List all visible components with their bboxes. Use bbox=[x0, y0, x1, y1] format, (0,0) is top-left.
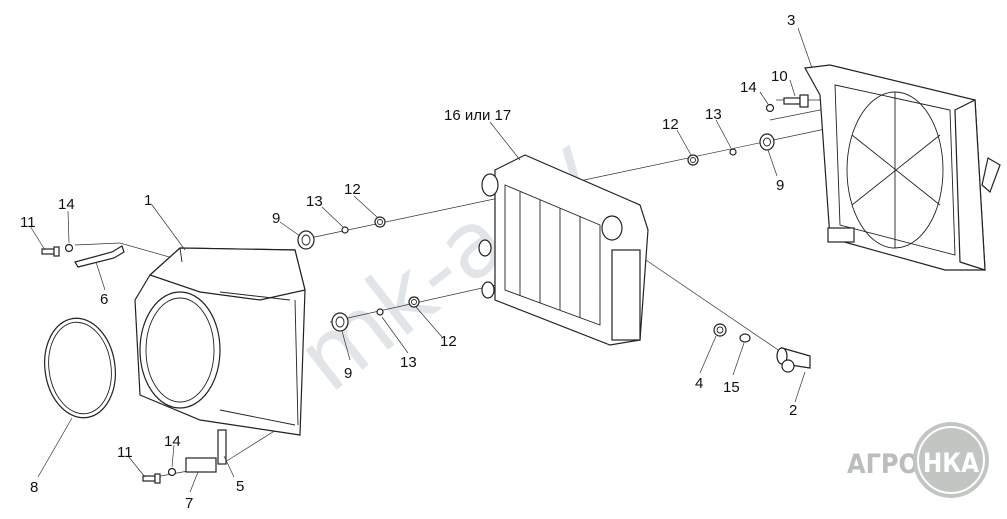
callout-15: 15 bbox=[723, 379, 740, 396]
callout-13-upper: 13 bbox=[306, 193, 323, 210]
callout-14-upper: 14 bbox=[58, 196, 75, 213]
callout-12-right: 12 bbox=[662, 116, 679, 133]
callout-12-upper: 12 bbox=[344, 181, 361, 198]
callout-11-lower: 11 bbox=[117, 444, 133, 461]
fan-frame bbox=[804, 64, 1001, 271]
callout-9-right: 9 bbox=[776, 177, 784, 194]
callout-10: 10 bbox=[771, 68, 788, 85]
hose-pipe bbox=[776, 347, 811, 373]
callout-labels: 1 2 3 4 5 6 7 8 9 9 9 10 11 11 12 12 12 … bbox=[20, 12, 797, 512]
callout-2: 2 bbox=[789, 402, 797, 419]
callout-6: 6 bbox=[100, 291, 108, 308]
radiator bbox=[478, 154, 649, 346]
seal-ring bbox=[44, 317, 116, 419]
frame-bolt bbox=[765, 94, 809, 113]
fan-shroud bbox=[134, 247, 306, 436]
drain-fasteners bbox=[713, 323, 751, 343]
callout-13-right: 13 bbox=[705, 106, 722, 123]
upper-bracket bbox=[41, 243, 125, 268]
callout-3: 3 bbox=[787, 12, 795, 29]
agronka-logo: АГРО НКА bbox=[847, 422, 989, 498]
callout-9-left-upper: 9 bbox=[272, 210, 280, 227]
logo-circle-ring bbox=[917, 426, 985, 494]
callout-7: 7 bbox=[185, 495, 193, 512]
callout-11-upper: 11 bbox=[20, 214, 36, 231]
callout-16-or-17: 16 или 17 bbox=[444, 107, 511, 124]
logo-circle bbox=[913, 422, 989, 498]
lower-bracket bbox=[142, 429, 227, 484]
callout-14-right: 14 bbox=[740, 79, 757, 96]
callout-leaders bbox=[29, 27, 813, 493]
logo-text-left: АГРО bbox=[847, 449, 919, 480]
callout-5: 5 bbox=[236, 478, 244, 495]
mounting-hardware bbox=[297, 133, 775, 332]
callout-14-lower: 14 bbox=[164, 433, 181, 450]
callout-1: 1 bbox=[144, 192, 152, 209]
logo-text-right: НКА bbox=[923, 448, 979, 479]
callout-9-left-lower: 9 bbox=[344, 365, 352, 382]
callout-13-lower: 13 bbox=[400, 354, 417, 371]
callout-12-lower: 12 bbox=[440, 333, 457, 350]
callout-4: 4 bbox=[695, 375, 703, 392]
callout-8: 8 bbox=[30, 479, 38, 496]
